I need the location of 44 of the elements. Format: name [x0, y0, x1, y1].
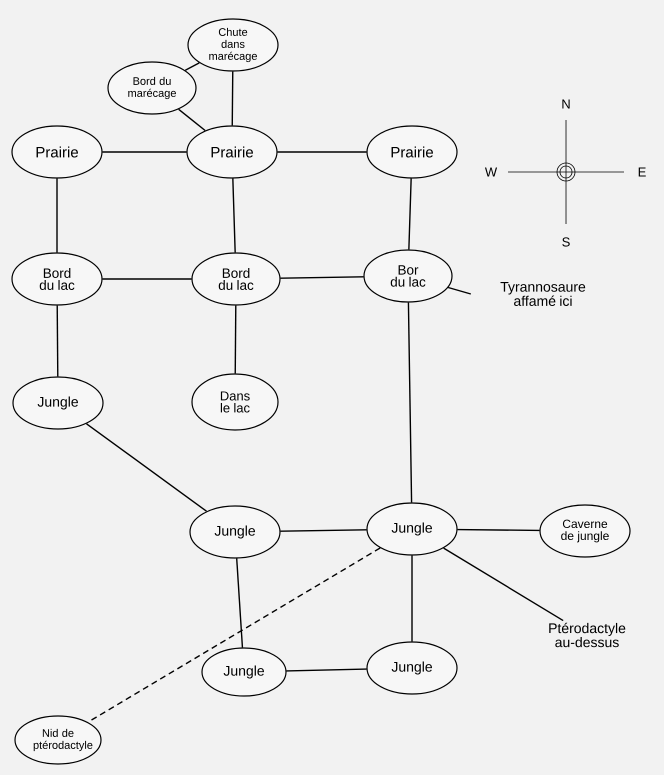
- connector-line: [184, 62, 200, 71]
- connector-line: [448, 286, 471, 295]
- connector-line: [408, 178, 412, 250]
- connector-line: [234, 306, 236, 374]
- connector-line: [408, 302, 412, 502]
- oval-node: Prairie: [366, 125, 458, 179]
- text-label: Ptérodactyle au-dessus: [549, 622, 626, 648]
- connector-line: [280, 276, 364, 279]
- oval-node: Jungle: [366, 502, 458, 556]
- connector-line: [458, 528, 540, 532]
- connector-line: [232, 178, 236, 252]
- connector-line: [178, 108, 206, 132]
- oval-node: Prairie: [11, 125, 103, 179]
- connector-line: [86, 423, 207, 512]
- connector-line: [411, 556, 413, 642]
- oval-node: Bord du lac: [191, 252, 281, 306]
- oval-node: Bor du lac: [363, 249, 453, 303]
- oval-node: Bord du marécage: [107, 61, 197, 115]
- oval-node: Chute dans marécage: [187, 18, 279, 72]
- connector-line: [102, 278, 192, 280]
- oval-node: Jungle: [189, 505, 281, 559]
- compass-letter: S: [562, 237, 570, 247]
- connector-line: [88, 547, 380, 723]
- oval-node: Caverne de jungle: [539, 504, 631, 558]
- oval-node: Nid de ptérodactyle: [14, 715, 102, 765]
- connector-line: [102, 151, 186, 153]
- connector-line: [56, 306, 58, 376]
- oval-node: Bord du lac: [11, 252, 103, 306]
- connector-line: [278, 151, 366, 153]
- connector-line: [232, 72, 234, 126]
- oval-node: Jungle: [201, 647, 287, 697]
- connector-line: [280, 529, 366, 532]
- oval-node: Prairie: [186, 125, 278, 179]
- connector-line: [56, 178, 58, 252]
- connector-line: [236, 558, 244, 648]
- compass-letter: W: [484, 168, 498, 176]
- compass-letter: N: [562, 100, 570, 108]
- compass-letter: E: [638, 168, 646, 176]
- text-label: Tyrannosaure affamé ici: [500, 282, 586, 306]
- connector-line: [286, 668, 366, 672]
- oval-node: Jungle: [12, 376, 104, 430]
- oval-node: Dans le lac: [191, 373, 279, 431]
- connector-line: [443, 548, 564, 622]
- oval-node: Jungle: [366, 641, 458, 695]
